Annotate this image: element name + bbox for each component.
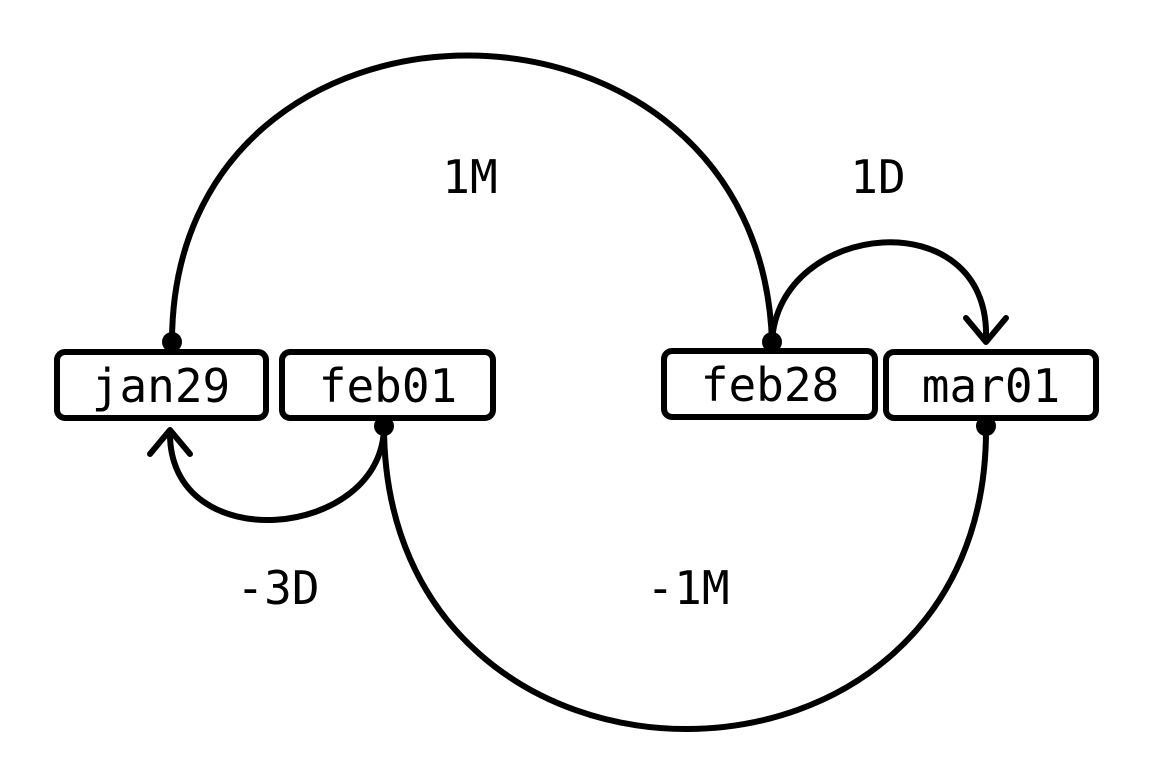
edge-label-minus-1m: -1M [646,561,729,615]
node-mar01: mar01 [883,349,1099,421]
arrowhead-jan29 [147,427,193,457]
node-feb28: feb28 [661,348,878,420]
edge-label-1m: 1M [442,150,497,204]
node-label: jan29 [92,359,230,413]
arrowhead-mar01 [963,315,1009,345]
node-label: feb01 [319,359,457,413]
edge-label-minus-3d: -3D [236,561,319,615]
edge-start-dot [162,332,182,352]
node-jan29: jan29 [54,349,269,421]
edge-feb28-mar01 [769,239,990,345]
edge-mar01-feb01 [381,423,990,732]
edge-jan29-feb28 [169,52,775,345]
node-label: mar01 [922,359,1060,413]
node-label: feb28 [701,358,839,412]
edge-label-1d: 1D [850,150,905,204]
node-feb01: feb01 [279,349,496,421]
edge-feb01-jan29 [166,423,387,523]
